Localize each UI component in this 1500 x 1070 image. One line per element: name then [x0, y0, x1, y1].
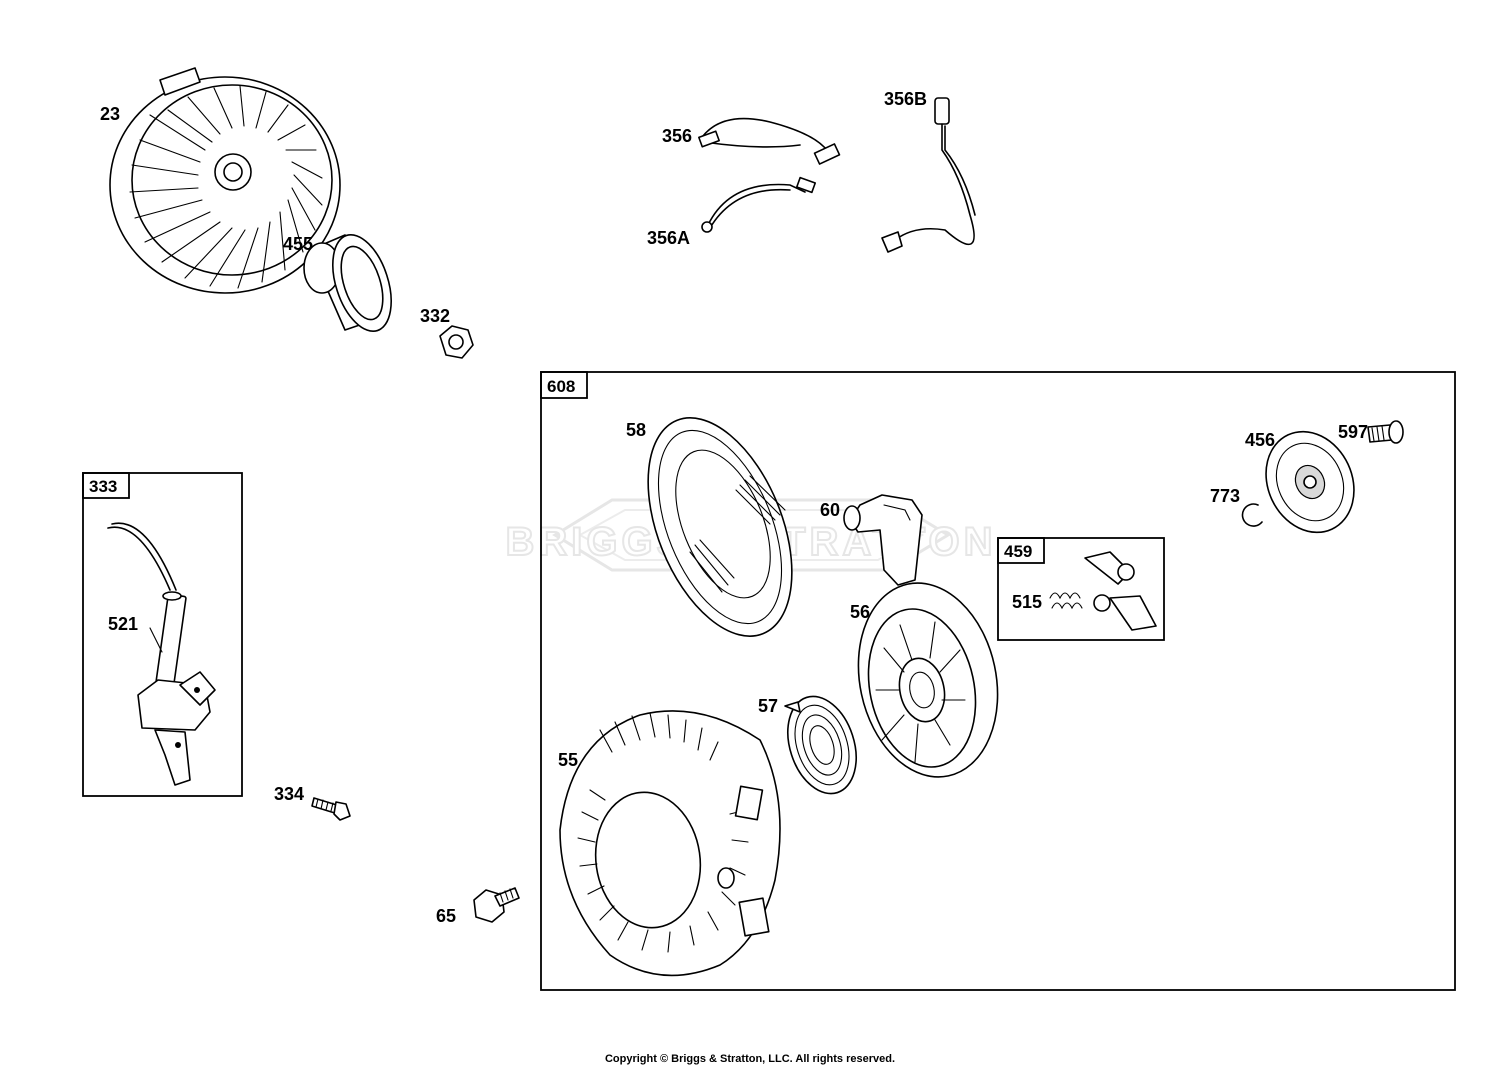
flywheel-fan-part — [109, 67, 341, 294]
starter-pulley-part — [857, 582, 999, 778]
pawl-and-spring-part — [1049, 551, 1157, 631]
kit-box-608 — [540, 371, 1456, 991]
part-label-23: 23 — [100, 104, 120, 124]
kit-box-333-tag — [82, 472, 130, 499]
part-label-356B: 356B — [884, 89, 927, 109]
flywheel-nut-part — [439, 325, 474, 359]
wire-356-part — [698, 117, 841, 165]
part-label-521: 521 — [108, 614, 138, 634]
starter-housing-part — [559, 710, 781, 977]
wire-356a-part — [701, 176, 817, 233]
part-label-332: 332 — [420, 306, 450, 326]
part-label-773: 773 — [1210, 486, 1240, 506]
part-label-60: 60 — [820, 500, 840, 520]
retaining-ring-773-part — [1241, 503, 1263, 527]
part-label-65: 65 — [436, 906, 456, 926]
part-label-455: 455 — [283, 234, 313, 254]
spark-plug-wire-356b-part — [881, 97, 976, 253]
part-label-515: 515 — [1012, 592, 1042, 612]
part-label-58: 58 — [626, 420, 646, 440]
starter-cup-part — [303, 233, 392, 333]
starter-handle-part — [843, 494, 923, 586]
part-label-56: 56 — [850, 602, 870, 622]
kit-box-608-tag — [540, 371, 588, 399]
copyright-notice: Copyright © Briggs & Stratton, LLC. All … — [604, 1053, 896, 1065]
ignition-armature-part — [107, 522, 216, 786]
recoil-spring-part — [784, 695, 857, 795]
kit-box-459 — [997, 537, 1165, 641]
part-label-356A: 356A — [647, 228, 690, 248]
part-label-334: 334 — [274, 784, 304, 804]
kit-box-608-label: 608 — [547, 377, 575, 396]
part-label-597: 597 — [1338, 422, 1368, 442]
part-label-356: 356 — [662, 126, 692, 146]
kit-box-333-label: 333 — [89, 477, 117, 496]
part-label-57: 57 — [758, 696, 778, 716]
part-label-456: 456 — [1245, 430, 1275, 450]
kit-box-333 — [82, 472, 243, 797]
kit-box-459-tag — [997, 537, 1045, 564]
screw-597-part — [1367, 420, 1404, 444]
part-label-55: 55 — [558, 750, 578, 770]
kit-box-459-label: 459 — [1004, 542, 1032, 561]
bolt-65-part — [473, 887, 520, 923]
bolt-334-part — [311, 797, 351, 821]
retainer-456-part — [1265, 430, 1355, 534]
starter-rope-part — [647, 417, 793, 637]
